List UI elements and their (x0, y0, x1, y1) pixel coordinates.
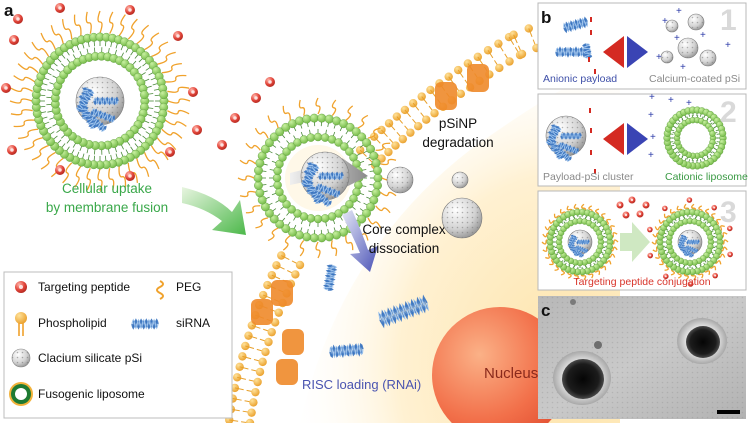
step-1-right-label: Calcium-coated pSi (649, 73, 740, 85)
dissociation-label-line2: dissociation (369, 241, 440, 256)
uptake-label-line1: Cellular uptake (62, 181, 152, 196)
peptide-cluster-icon (616, 196, 650, 219)
panel-c-label: c (541, 301, 550, 320)
payload-psi-cluster-icon (545, 115, 587, 162)
step-3-caption: Targeting peptide conjugation (573, 276, 710, 288)
fusogenic-liposome-particle (1, 3, 202, 192)
svg-text:+: + (650, 132, 656, 143)
step-3-number: 3 (720, 196, 737, 229)
nucleus (432, 307, 568, 423)
cationic-liposome-icon (663, 106, 727, 170)
phospholipid-icon (15, 312, 27, 336)
step-1-left-label: Anionic payload (543, 73, 617, 85)
legend-label-sirna: siRNA (176, 316, 210, 330)
legend-label-peg: PEG (176, 280, 201, 294)
risc-label: RISC loading (RNAi) (302, 377, 421, 392)
targeting-peptide-icon (15, 281, 27, 293)
conjugation-arrow (620, 222, 650, 262)
degradation-label-line1: pSiNP (439, 116, 477, 131)
peg-icon (156, 280, 164, 300)
charge-signs: + + + + + + + + + + + + + (588, 6, 731, 174)
svg-text:+: + (725, 40, 731, 51)
cell-membrane-lower (225, 251, 305, 423)
legend-label-phospholipid: Phospholipid (38, 316, 107, 330)
svg-text:+: + (700, 30, 706, 41)
panel-b-label: b (541, 8, 551, 27)
panel-b: b 1 2 3 + + + + + + + + + + + + + Anionic payload Ca… (537, 2, 748, 291)
payload-psi-cluster-icon (75, 76, 125, 132)
svg-text:+: + (676, 6, 682, 17)
legend: Targeting peptide PEG Phospholipid siRNA… (3, 271, 233, 419)
svg-text:+: + (680, 62, 686, 73)
svg-text:+: + (662, 16, 668, 27)
step-2-left-label: Payload-pSi cluster (543, 171, 634, 183)
svg-text:+: + (648, 150, 654, 161)
step-2-right-label: Cationic liposome (665, 171, 748, 183)
svg-text:+: + (674, 33, 680, 44)
legend-label-psi: Clacium silicate pSi (38, 351, 142, 365)
psi-particle-icon (11, 348, 31, 368)
step-2-number: 2 (720, 96, 737, 129)
step-1-number: 1 (720, 4, 737, 37)
legend-label-fusogenic-liposome: Fusogenic liposome (38, 387, 145, 401)
fusing-complex-core (300, 151, 350, 207)
panel-a-label: a (4, 1, 14, 20)
legend-label-targeting-peptide: Targeting peptide (38, 280, 130, 294)
released-psi-particles (386, 166, 483, 239)
dissociation-arrow (342, 210, 378, 272)
svg-text:+: + (656, 52, 662, 63)
uptake-label-line2: by membrane fusion (46, 200, 168, 215)
liposome-after-icon (647, 197, 733, 287)
uptake-arrow (182, 187, 246, 235)
nucleus-label: Nucleus (484, 365, 538, 382)
panel-c-tem-image: c (538, 296, 746, 419)
svg-text:+: + (686, 98, 692, 109)
fusogenic-liposome-icon (9, 382, 33, 406)
released-sirna (323, 264, 430, 359)
tem-particle-right (677, 318, 727, 364)
degradation-label-line2: degradation (422, 135, 493, 150)
calcium-coated-psi-icon (660, 13, 717, 67)
liposome-before-icon (541, 203, 619, 281)
charge-attraction-icon (603, 36, 648, 155)
dissociation-label-line1: Core complex (362, 222, 446, 237)
anionic-payload-icon (555, 16, 593, 59)
tem-particle-left (553, 351, 611, 405)
svg-text:+: + (668, 95, 674, 106)
fusing-liposome-membrane (217, 64, 489, 385)
svg-text:+: + (649, 92, 655, 103)
svg-text:+: + (648, 110, 654, 121)
sirna-icon (131, 318, 159, 330)
scale-bar (717, 410, 740, 414)
